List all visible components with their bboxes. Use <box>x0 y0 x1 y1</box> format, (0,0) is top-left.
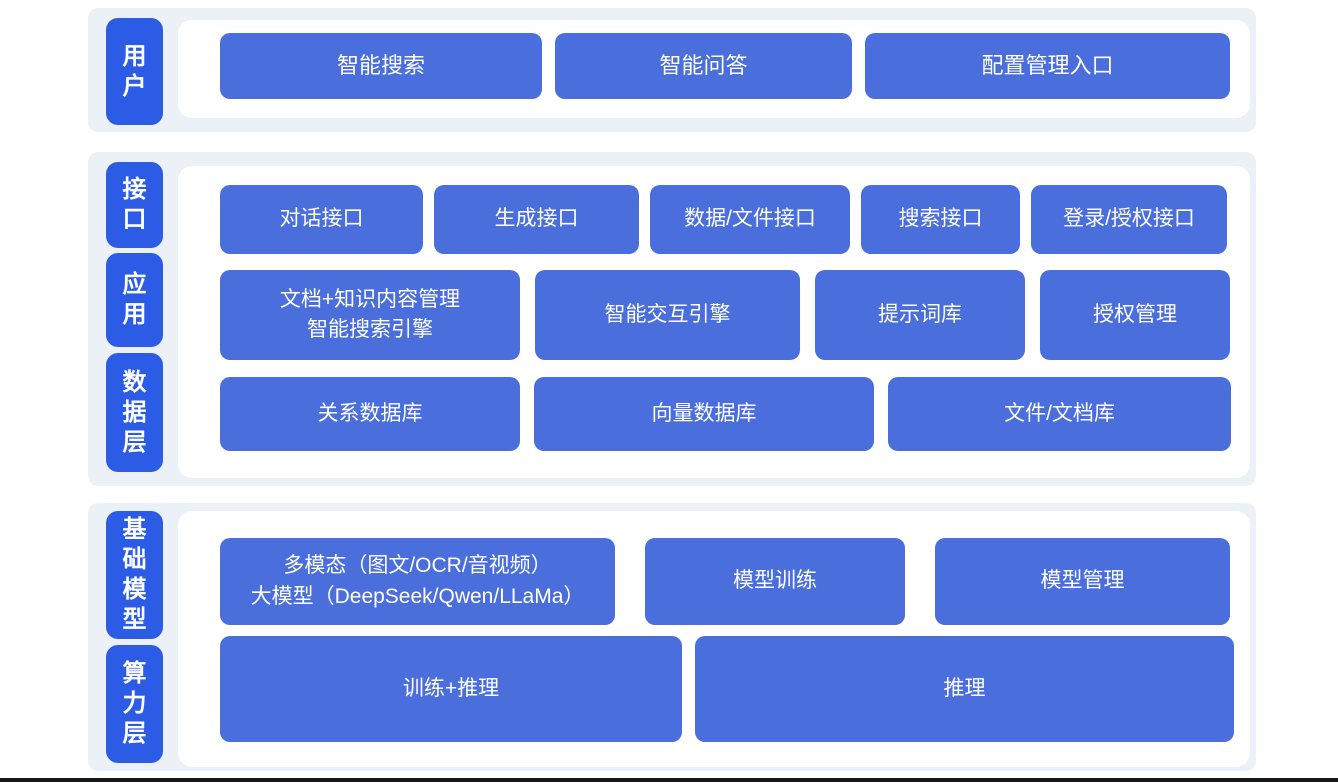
foundation-compute-panel: 多模态（图文/OCR/音视频） 大模型（DeepSeek/Qwen/LLaMa）… <box>178 511 1250 767</box>
user-layer-section: 用户 智能搜索 智能问答 配置管理入口 <box>88 8 1256 132</box>
data-row: 关系数据库 向量数据库 文件/文档库 <box>220 377 1231 451</box>
tab-foundation-model-layer: 基础模型 <box>106 511 163 639</box>
user-layer-panel: 智能搜索 智能问答 配置管理入口 <box>178 20 1250 118</box>
box-data-file-api: 数据/文件接口 <box>650 185 850 254</box>
user-layer-row: 智能搜索 智能问答 配置管理入口 <box>220 33 1230 99</box>
bottom-edge-bar <box>0 778 1338 782</box>
box-model-management: 模型管理 <box>935 538 1230 625</box>
box-config-management-entry: 配置管理入口 <box>865 33 1230 99</box>
box-training-inference: 训练+推理 <box>220 636 682 742</box>
box-smart-qa: 智能问答 <box>555 33 852 99</box>
box-file-doc-store: 文件/文档库 <box>888 377 1231 451</box>
box-dialog-api: 对话接口 <box>220 185 423 254</box>
box-multimodal-llm: 多模态（图文/OCR/音视频） 大模型（DeepSeek/Qwen/LLaMa） <box>220 538 615 625</box>
box-smart-interaction-engine: 智能交互引擎 <box>535 270 800 360</box>
box-vector-db: 向量数据库 <box>534 377 874 451</box>
tab-application-layer: 应用 <box>106 253 163 347</box>
tab-data-layer: 数据层 <box>106 353 163 472</box>
box-relational-db: 关系数据库 <box>220 377 520 451</box>
compute-row: 训练+推理 推理 <box>220 636 1234 742</box>
box-generation-api: 生成接口 <box>434 185 639 254</box>
box-login-auth-api: 登录/授权接口 <box>1031 185 1227 254</box>
box-inference: 推理 <box>695 636 1234 742</box>
tab-compute-layer: 算力层 <box>106 645 163 763</box>
interface-row: 对话接口 生成接口 数据/文件接口 搜索接口 登录/授权接口 <box>220 185 1227 254</box>
tab-interface-layer: 接口 <box>106 162 163 248</box>
box-doc-knowledge-search-engine: 文档+知识内容管理 智能搜索引擎 <box>220 270 520 360</box>
box-prompt-library: 提示词库 <box>815 270 1025 360</box>
middle-layers-section: 接口 应用 数据层 对话接口 生成接口 数据/文件接口 搜索接口 登录/授权接口… <box>88 152 1256 486</box>
box-smart-search: 智能搜索 <box>220 33 542 99</box>
foundation-compute-section: 基础模型 算力层 多模态（图文/OCR/音视频） 大模型（DeepSeek/Qw… <box>88 503 1256 771</box>
application-row: 文档+知识内容管理 智能搜索引擎 智能交互引擎 提示词库 授权管理 <box>220 270 1230 360</box>
middle-layers-panel: 对话接口 生成接口 数据/文件接口 搜索接口 登录/授权接口 文档+知识内容管理… <box>178 166 1250 478</box>
model-row: 多模态（图文/OCR/音视频） 大模型（DeepSeek/Qwen/LLaMa）… <box>220 538 1230 625</box>
box-model-training: 模型训练 <box>645 538 905 625</box>
tab-user-layer: 用户 <box>106 18 163 125</box>
box-search-api: 搜索接口 <box>861 185 1020 254</box>
box-authorization-management: 授权管理 <box>1040 270 1230 360</box>
